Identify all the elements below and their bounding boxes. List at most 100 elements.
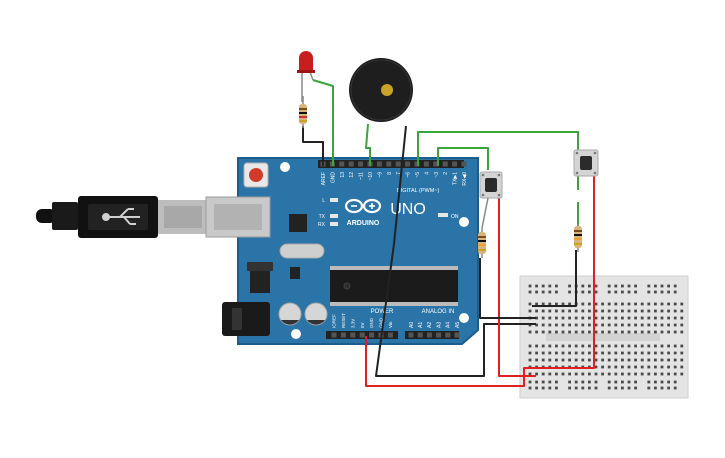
breadboard-hole[interactable] bbox=[574, 344, 578, 348]
breadboard-hole[interactable] bbox=[594, 372, 598, 376]
breadboard-rail-hole[interactable] bbox=[673, 284, 677, 288]
breadboard-rail-hole[interactable] bbox=[654, 386, 657, 390]
breadboard-hole[interactable] bbox=[673, 316, 677, 320]
breadboard-hole[interactable] bbox=[614, 358, 618, 362]
breadboard-hole[interactable] bbox=[673, 309, 677, 313]
breadboard-hole[interactable] bbox=[607, 323, 611, 327]
breadboard-hole[interactable] bbox=[548, 316, 552, 320]
breadboard-rail-hole[interactable] bbox=[535, 290, 538, 294]
breadboard[interactable] bbox=[519, 275, 689, 399]
wire-buzzer-to-pin9[interactable] bbox=[365, 123, 371, 166]
breadboard-hole[interactable] bbox=[614, 351, 618, 355]
wire-resistor1-to-gnd-rail[interactable] bbox=[479, 258, 536, 319]
breadboard-hole[interactable] bbox=[601, 302, 604, 306]
breadboard-hole[interactable] bbox=[555, 372, 558, 376]
breadboard-hole[interactable] bbox=[634, 358, 637, 362]
breadboard-hole[interactable] bbox=[614, 330, 618, 334]
breadboard-hole[interactable] bbox=[594, 344, 598, 348]
breadboard-hole[interactable] bbox=[541, 309, 545, 313]
breadboard-hole[interactable] bbox=[561, 302, 565, 306]
breadboard-hole[interactable] bbox=[588, 330, 591, 334]
wire-5v-to-breadboard[interactable] bbox=[365, 336, 536, 387]
breadboard-rail-hole[interactable] bbox=[541, 290, 545, 294]
breadboard-hole[interactable] bbox=[601, 316, 604, 320]
breadboard-hole[interactable] bbox=[614, 344, 618, 348]
breadboard-hole[interactable] bbox=[680, 351, 684, 355]
breadboard-rail-hole[interactable] bbox=[673, 380, 677, 384]
breadboard-hole[interactable] bbox=[535, 344, 538, 348]
breadboard-hole[interactable] bbox=[541, 351, 545, 355]
breadboard-rail-hole[interactable] bbox=[541, 386, 545, 390]
breadboard-hole[interactable] bbox=[555, 330, 558, 334]
power-pin-hole[interactable] bbox=[369, 332, 375, 338]
breadboard-rail-hole[interactable] bbox=[535, 284, 538, 288]
breadboard-hole[interactable] bbox=[535, 309, 538, 313]
breadboard-hole[interactable] bbox=[607, 358, 611, 362]
breadboard-rail-hole[interactable] bbox=[594, 284, 598, 288]
breadboard-hole[interactable] bbox=[528, 309, 532, 313]
breadboard-rail-hole[interactable] bbox=[614, 284, 618, 288]
header-pin-hole[interactable] bbox=[461, 161, 467, 167]
breadboard-hole[interactable] bbox=[667, 344, 670, 348]
breadboard-hole[interactable] bbox=[594, 358, 598, 362]
breadboard-rail-hole[interactable] bbox=[588, 284, 591, 288]
wire-led-to-pin13[interactable] bbox=[312, 79, 334, 166]
usb-cable[interactable] bbox=[36, 196, 208, 238]
breadboard-hole[interactable] bbox=[627, 323, 631, 327]
breadboard-hole[interactable] bbox=[621, 309, 624, 313]
wire-resistor-to-gnd[interactable] bbox=[302, 126, 324, 166]
breadboard-rail-hole[interactable] bbox=[667, 284, 670, 288]
breadboard-hole[interactable] bbox=[581, 372, 585, 376]
header-pin-hole[interactable] bbox=[423, 161, 429, 167]
breadboard-rail-hole[interactable] bbox=[528, 380, 532, 384]
breadboard-hole[interactable] bbox=[574, 358, 578, 362]
breadboard-hole[interactable] bbox=[607, 351, 611, 355]
breadboard-hole[interactable] bbox=[594, 316, 598, 320]
breadboard-hole[interactable] bbox=[660, 309, 664, 313]
breadboard-hole[interactable] bbox=[601, 372, 604, 376]
breadboard-hole[interactable] bbox=[607, 330, 611, 334]
breadboard-rail-hole[interactable] bbox=[581, 284, 585, 288]
breadboard-hole[interactable] bbox=[568, 351, 571, 355]
breadboard-rail-hole[interactable] bbox=[568, 386, 571, 390]
breadboard-hole[interactable] bbox=[535, 316, 538, 320]
breadboard-rail-hole[interactable] bbox=[541, 284, 545, 288]
breadboard-hole[interactable] bbox=[528, 344, 532, 348]
breadboard-hole[interactable] bbox=[581, 309, 585, 313]
breadboard-hole[interactable] bbox=[627, 302, 631, 306]
breadboard-hole[interactable] bbox=[640, 372, 644, 376]
breadboard-hole[interactable] bbox=[634, 365, 637, 369]
breadboard-hole[interactable] bbox=[594, 330, 598, 334]
breadboard-hole[interactable] bbox=[640, 316, 644, 320]
breadboard-hole[interactable] bbox=[561, 330, 565, 334]
breadboard-hole[interactable] bbox=[535, 330, 538, 334]
analog-pin-hole[interactable] bbox=[417, 332, 423, 338]
breadboard-rail-hole[interactable] bbox=[581, 380, 585, 384]
breadboard-hole[interactable] bbox=[647, 358, 651, 362]
breadboard-rail-hole[interactable] bbox=[627, 284, 631, 288]
breadboard-hole[interactable] bbox=[673, 351, 677, 355]
breadboard-rail-hole[interactable] bbox=[555, 290, 558, 294]
breadboard-hole[interactable] bbox=[601, 351, 604, 355]
breadboard-rail-hole[interactable] bbox=[667, 290, 670, 294]
breadboard-hole[interactable] bbox=[555, 302, 558, 306]
breadboard-hole[interactable] bbox=[614, 323, 618, 327]
breadboard-hole[interactable] bbox=[548, 372, 552, 376]
breadboard-rail-hole[interactable] bbox=[647, 386, 651, 390]
breadboard-rail-hole[interactable] bbox=[548, 380, 552, 384]
breadboard-hole[interactable] bbox=[621, 323, 624, 327]
breadboard-hole[interactable] bbox=[528, 358, 532, 362]
breadboard-hole[interactable] bbox=[581, 351, 585, 355]
breadboard-hole[interactable] bbox=[634, 316, 637, 320]
breadboard-rail-hole[interactable] bbox=[568, 380, 571, 384]
breadboard-hole[interactable] bbox=[654, 344, 657, 348]
breadboard-hole[interactable] bbox=[660, 323, 664, 327]
resistor-button-2[interactable] bbox=[574, 224, 582, 252]
breadboard-rail-hole[interactable] bbox=[647, 290, 651, 294]
breadboard-hole[interactable] bbox=[640, 302, 644, 306]
piezo-buzzer[interactable] bbox=[349, 58, 413, 122]
breadboard-hole[interactable] bbox=[588, 323, 591, 327]
power-pin-hole[interactable] bbox=[350, 332, 356, 338]
breadboard-rail-hole[interactable] bbox=[667, 380, 670, 384]
breadboard-hole[interactable] bbox=[640, 309, 644, 313]
